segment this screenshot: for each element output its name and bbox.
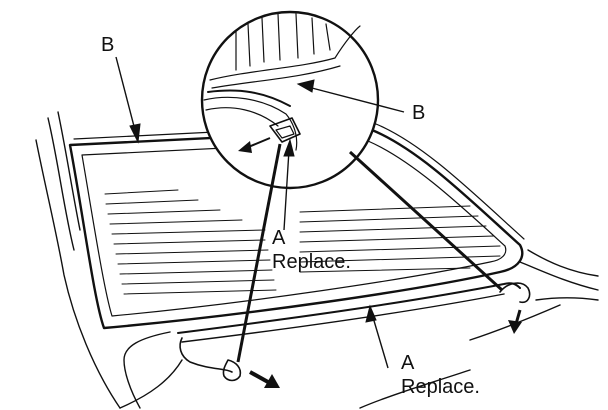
label-a-bottom: A <box>401 352 415 374</box>
pull-direction-arrows <box>249 309 522 388</box>
car-body <box>35 111 599 409</box>
bottom-molding-a <box>177 282 531 382</box>
label-a-zoom: A <box>272 227 286 249</box>
defroster-grid <box>104 189 501 295</box>
left-pull-arrow <box>249 370 280 388</box>
right-pull-arrow <box>508 309 522 334</box>
leader-lines <box>115 56 504 369</box>
zoom-detail-circle <box>200 10 380 190</box>
zoom-pull-arrow <box>238 137 271 153</box>
label-b-zoom: B <box>412 102 425 124</box>
label-b-top-left: B <box>101 34 114 56</box>
rear-window <box>68 123 525 330</box>
label-a-zoom-caption: Replace. <box>272 251 351 273</box>
label-a-bottom-caption: Replace. <box>401 376 480 398</box>
